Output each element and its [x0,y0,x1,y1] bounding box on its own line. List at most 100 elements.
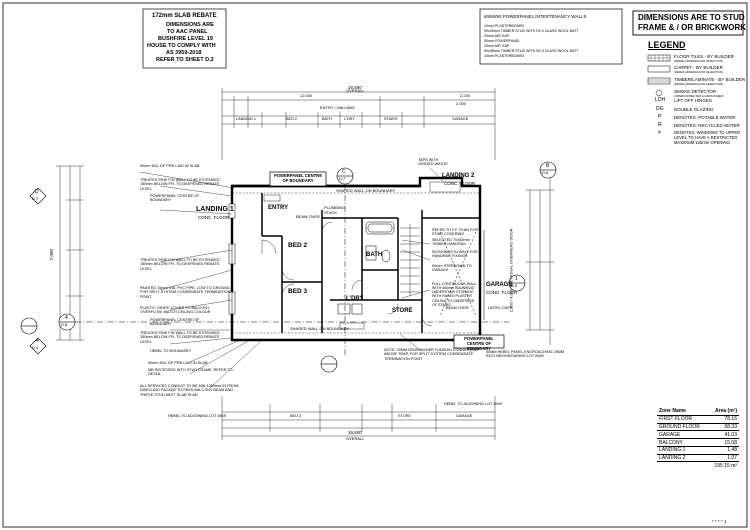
legend-symbol: R [658,122,662,128]
shared-wall-top: SHARED WALL ON BOUNDARY [336,188,396,193]
leader-lines [139,167,481,389]
powerpanel-callout-bottom: POWERPANEL CENTRE OF BOUNDARY [464,336,494,351]
table-header: Area (m²) [708,408,739,416]
shared-wall-bottom: SHARED WALL ON BOUNDARY [290,326,350,331]
wall-spec-line: 20mm AIR GAP [484,44,510,48]
dim-top: 12,000 [300,93,313,98]
slab-note-line: HOUSE TO COMPLY WITH [147,43,216,49]
marker-label: C [342,169,346,175]
right-note: NOTE: 20MM DISHWASHER TUNDISH CONNECTION… [384,348,479,361]
legend-item-label: TIMBER/LAMINATE - BY BUILDER [674,77,746,82]
wall-spec-line: 10mm PLASTERBOARD [484,24,525,28]
room-bed2: BED 2 [288,242,308,249]
right-note: FULL CONTINUOUS WALL WITH 400mm BULKHEAD… [432,282,477,307]
right-note: 50MM HEBEL PANEL ENCROACHING 25MM INTO N… [486,350,565,359]
zone-name [657,462,709,469]
marker-label: B [546,163,550,169]
left-note: TREATED PINE F/N WALL TO BE EXTENDED 150… [140,331,220,344]
dim-room: GARAGE [456,414,473,418]
stair-treads [400,224,420,296]
marker-sub: D.5 [511,283,518,288]
external-walls [230,176,482,342]
zone-name: LANDING 1 [657,446,709,455]
slab-rebate-title: 172mm SLAB REBATE [152,13,217,19]
right-note: NOGGINGS IN WALL FOR HANDRAIL FIXINGS [432,250,478,259]
slab-note-line: DIMENSIONS ARE [166,22,214,28]
dim-overall-top: 16,500 [348,85,362,90]
zone-name: FIRST FLOOR [657,415,709,424]
room-garage-sub: CONC. FLOOR [486,290,518,295]
legend-symbol: LOH [655,97,666,103]
dim-room: STAIRS [384,117,398,121]
dim-right-side: 2,150 / 4,870 SECTIONAL OVERHEAD DOOR [508,228,514,313]
zone-name: GARAGE [657,430,709,440]
table-total-row: 195.15 m² [657,462,739,469]
bottom-dimension-lines [221,396,496,440]
right-dimension-lines [526,178,554,345]
left-note: HEBEL TO BOUNDARY [150,349,192,353]
left-note: 90mm DIA. DP PRE-LAID IN SLAB [148,361,208,365]
right-note: BEAM OVER [446,306,469,310]
marker-sub: D.7 [339,176,346,181]
dim-room: STORE [398,414,412,418]
left-note: POWERPANEL CENTRE OF BOUNDARY [150,194,200,203]
beam-over-label: BEAM OVER [296,214,320,219]
right-note: HEBEL TO ADJOINING LOT 6949 [444,402,502,406]
legend-item-sub: (REFER ADDENDA FOR SELECTION) [674,59,723,63]
dim-room: GARAGE [452,117,469,121]
marker-label: 4 [36,338,39,344]
legend-swatches [647,54,671,97]
table-header: Zone Name [657,408,709,416]
wall-spec-title: 60/50/60 POWERPANEL INTERTENANCY WALLS [484,14,587,19]
marker-sub: D.7 [32,196,39,201]
door-swings [261,221,433,327]
legend-item-label: LIFT OFF HINGES [674,98,712,103]
windows [228,203,236,315]
left-dimension-lines [56,165,84,341]
stamp-line-2: FRAME & / OR BRICKWORK [638,23,746,32]
slab-note-line: AS 3959-2018 [166,50,202,56]
legend-item-label: DOUBLE GLAZING [674,107,714,112]
right-note: SELECTED 70x45mm TIMBER HANDRAIL [432,238,470,247]
legend-item-sub: (REFER ADDENDA FOR SELECTION) [674,82,723,86]
dim-overall-top-label: OVERALL [346,88,365,93]
marker-sub: D.4 [32,345,39,350]
zone-area: 1.48 [708,446,739,455]
marker-label: 4 [65,315,68,321]
top-dimension-lines [221,88,496,160]
powerpanel-callout-top: POWERPANEL CENTRE OF BOUNDARY [273,173,322,183]
plumbing-stack-label: PLUMBING STACK [324,205,345,215]
zone-area: 78.16 [708,415,739,424]
dim-room: BED 3 [290,414,301,418]
marker-label: 1 [515,276,518,282]
legend-title: LEGEND [648,40,686,50]
legend-item-label: CARPET - BY BUILDER [674,65,723,70]
right-note: 50mm STEPDOWN TO GARAGE [432,264,472,273]
legend-symbol: DG [656,106,664,112]
dim-overall-bottom-label: OVERALL [346,436,365,441]
fixtures [337,221,395,315]
stamp-line-1: DIMENSIONS ARE TO STUD [638,13,745,22]
left-note: TREATED PINE F/N WALL TO BE EXTENDED 150… [140,178,220,191]
left-note: HEBEL TO ADJOINING LOT 6949 [168,414,226,418]
slab-note-line: BUSHFIRE LEVEL 19 [158,36,213,42]
zone-name: LANDING 2 [657,454,709,463]
left-note: ALL SERVICES CONDUIT TO BE MIN 1050mm IN… [140,384,239,397]
zone-area: 58.33 [708,423,739,432]
room-ldry: L'DRY [346,296,364,302]
legend-symbol: # [658,130,661,136]
dim-left-overall: 7,080 [49,248,55,261]
room-landing1-sub: CONC. FLOOR [198,215,230,220]
dim-room: BATH [322,117,332,121]
marker-sub: D.8 [61,322,68,327]
garage-door [439,230,485,320]
room-store: STORE [392,308,413,314]
wall-spec-line: 90x45mm TIMBER STUD WITH R2.0 GLASS WOOL… [484,29,579,33]
legend-item-label: FLOOR TILES - BY BUILDER [674,54,734,59]
